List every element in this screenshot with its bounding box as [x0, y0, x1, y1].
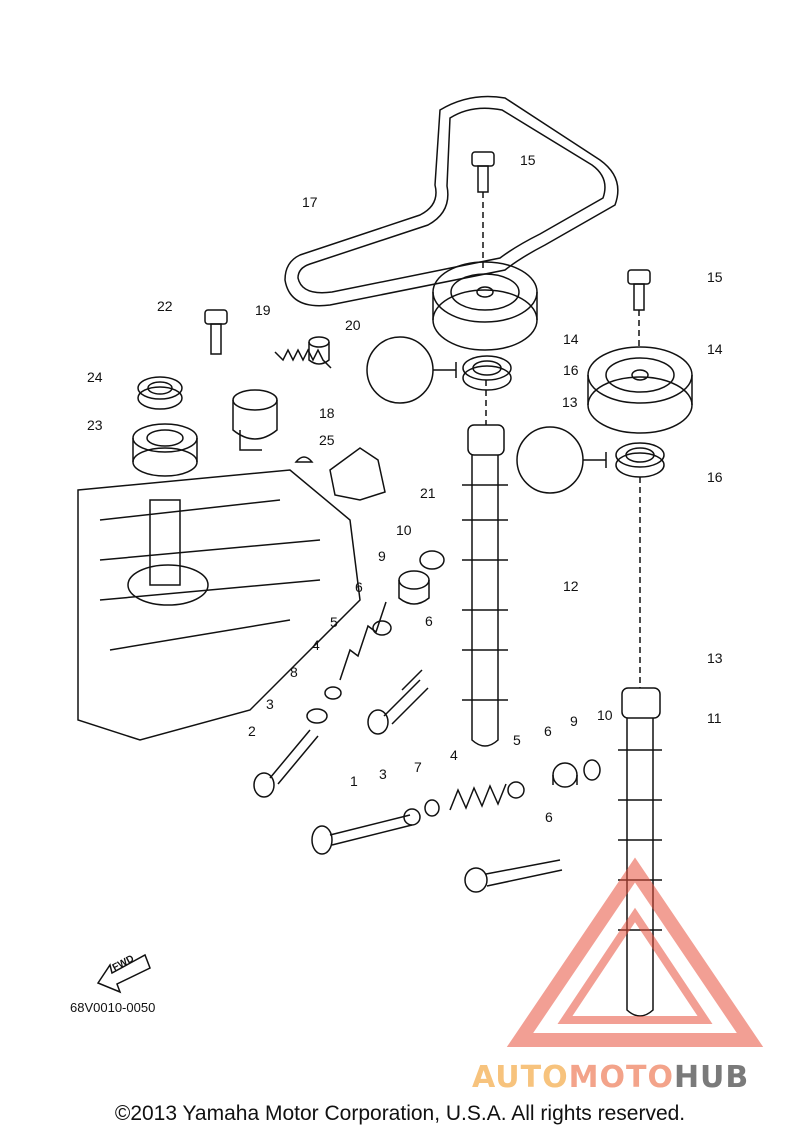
callout-label: 6 — [355, 579, 363, 595]
callout-label: 15 — [520, 152, 536, 168]
washer-3-a — [306, 708, 328, 724]
callout-label: 1 — [350, 773, 358, 789]
shim-10-b — [583, 759, 601, 781]
camshaft-12 — [462, 424, 508, 747]
callout-label: 8 — [290, 664, 298, 680]
bolt-15-b — [627, 269, 651, 311]
shim-10-a — [419, 550, 445, 570]
callout-label: 5 — [330, 614, 338, 630]
diagram-code: 68V0010-0050 — [70, 1000, 156, 1015]
callout-label: 6 — [425, 613, 433, 629]
collar-20 — [308, 336, 330, 365]
watermark-text: AUTOMOTOHUB — [472, 1060, 749, 1095]
bolt-15-a — [471, 151, 495, 193]
callout-label: 18 — [319, 405, 335, 421]
valve-spring-4-a — [339, 601, 387, 681]
valve-seal-7 — [424, 799, 440, 817]
callout-label: 4 — [312, 637, 320, 653]
pin-25 — [294, 456, 314, 463]
callout-label: 16 — [563, 362, 579, 378]
oil-seal-16-b — [615, 442, 665, 478]
gear-23 — [132, 423, 198, 477]
bolt-22 — [204, 309, 228, 355]
watermark-auto: AUTO — [472, 1060, 569, 1095]
callout-label: 22 — [157, 298, 173, 314]
callout-label: 24 — [87, 369, 103, 385]
callout-label: 14 — [707, 341, 723, 357]
bracket-21 — [329, 447, 386, 501]
callout-label: 9 — [570, 713, 578, 729]
callout-label: 23 — [87, 417, 103, 433]
callout-label: 21 — [420, 485, 436, 501]
seal-detail-view-b — [516, 426, 584, 494]
callout-label: 12 — [563, 578, 579, 594]
callout-label: 19 — [255, 302, 271, 318]
valve-seal-8 — [324, 686, 342, 700]
callout-label: 16 — [707, 469, 723, 485]
valve-spring-4-b — [449, 783, 507, 811]
callout-label: 20 — [345, 317, 361, 333]
callout-label: 6 — [545, 809, 553, 825]
fwd-arrow-icon — [96, 953, 151, 994]
retainer-5-b — [507, 781, 525, 799]
callout-label: 5 — [513, 732, 521, 748]
retainer-5-a — [372, 620, 392, 636]
callout-label: 3 — [379, 766, 387, 782]
callout-label: 14 — [563, 331, 579, 347]
camshaft-11 — [618, 687, 662, 1017]
cam-pulley-14-a — [432, 261, 538, 351]
callout-label: 15 — [707, 269, 723, 285]
callout-label: 3 — [266, 696, 274, 712]
timing-belt — [284, 95, 619, 307]
oil-seal-16-a — [462, 355, 512, 391]
callout-label: 9 — [378, 548, 386, 564]
callout-label: 13 — [562, 394, 578, 410]
callout-label: 6 — [544, 723, 552, 739]
callout-label: 10 — [597, 707, 613, 723]
washer-3-b — [403, 808, 421, 826]
valve-assembly-b — [464, 859, 563, 893]
callout-label: 13 — [707, 650, 723, 666]
watermark-hub: HUB — [673, 1060, 750, 1095]
tensioner-18 — [232, 389, 278, 451]
seal-detail-view-a — [366, 336, 434, 404]
callout-label: 7 — [414, 759, 422, 775]
watermark-logo — [506, 857, 764, 1047]
nut-24 — [137, 376, 183, 410]
tappet-9-b — [552, 762, 578, 788]
callout-label: 10 — [396, 522, 412, 538]
cam-pulley-14-b — [587, 346, 693, 434]
callout-label: 25 — [319, 432, 335, 448]
valve-2 — [253, 729, 319, 798]
watermark-moto: MOTO — [568, 1060, 674, 1095]
valve-assembly-a — [367, 669, 429, 735]
callout-label: 11 — [707, 710, 722, 726]
cylinder-head — [77, 469, 361, 741]
callout-label: 2 — [248, 723, 256, 739]
spring-19 — [274, 348, 332, 369]
tappet-9-a — [398, 570, 430, 605]
valve-1 — [311, 814, 413, 855]
callout-label: 4 — [450, 747, 458, 763]
callout-label: 17 — [302, 194, 318, 210]
copyright-notice: ©2013 Yamaha Motor Corporation, U.S.A. A… — [114, 1102, 686, 1125]
